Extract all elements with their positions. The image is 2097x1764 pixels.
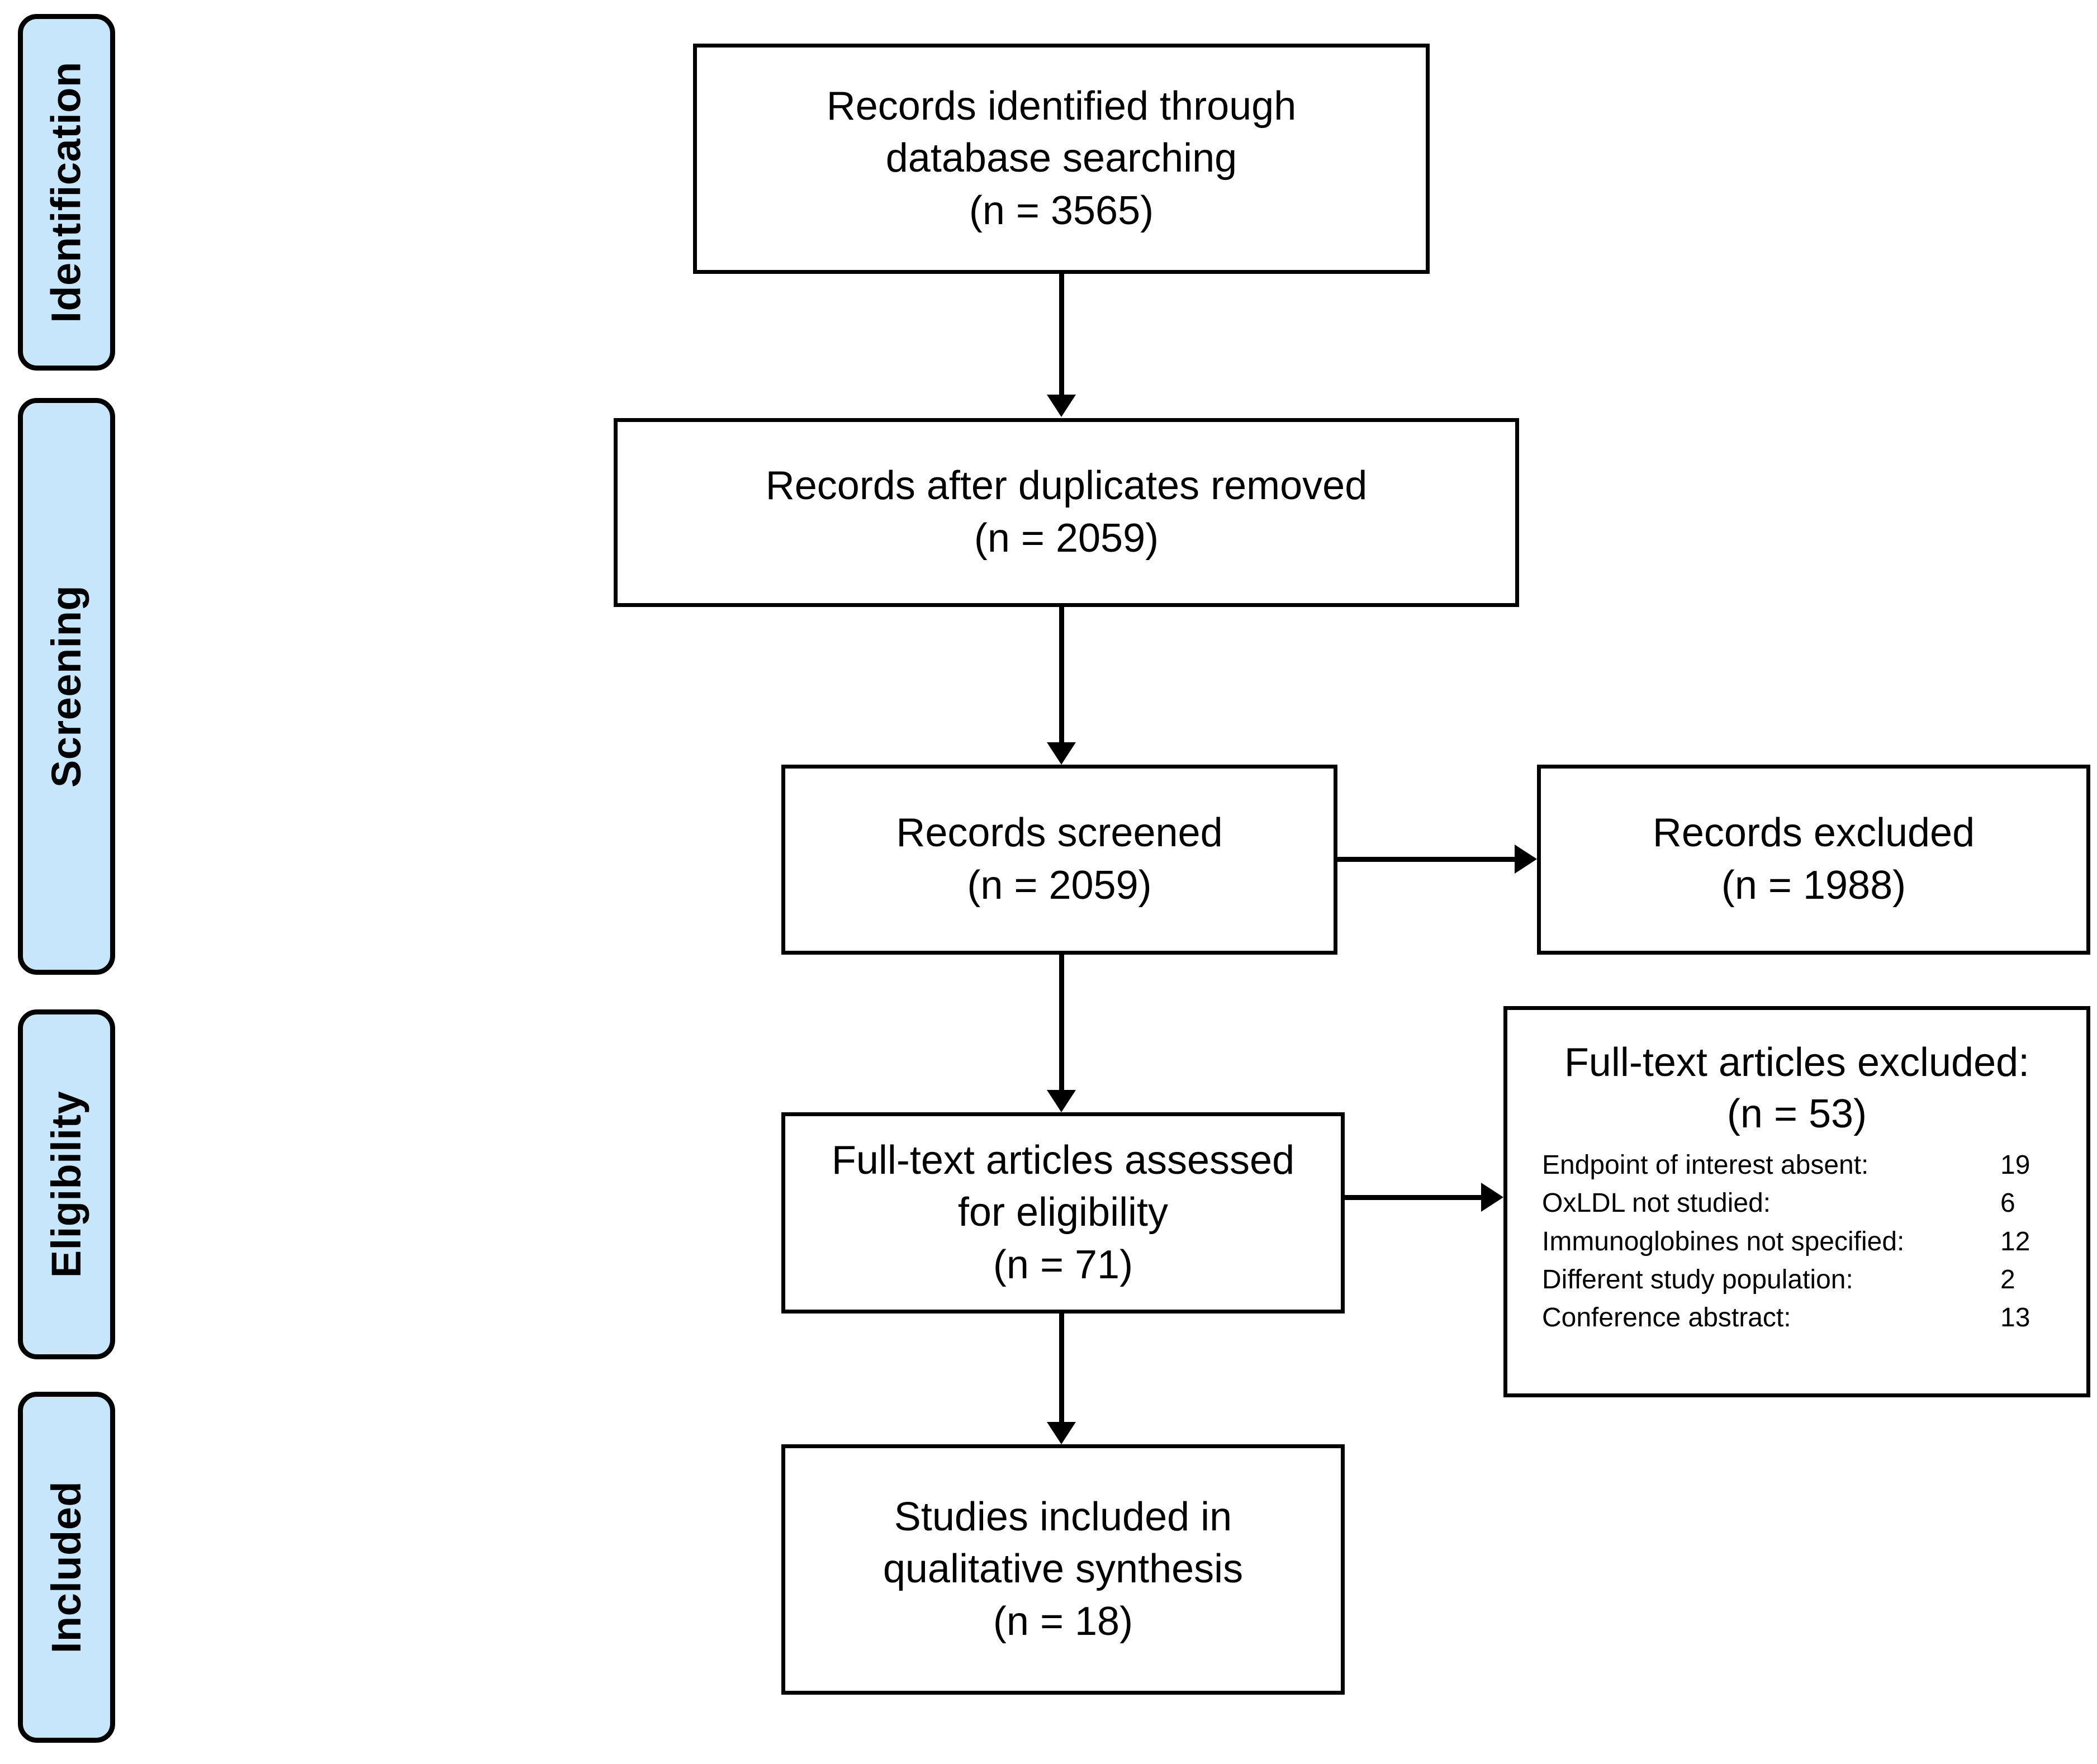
connector-assessed-to-fulltext-excluded	[1345, 1195, 1486, 1200]
box-records-excluded-line-1: Records excluded	[1652, 810, 1975, 856]
box-studies-included-line-1: Studies included in	[894, 1494, 1232, 1539]
stage-pill-screening: Screening	[18, 398, 115, 975]
box-fulltext-assessed: Full-text articles assessed for eligibil…	[781, 1112, 1345, 1313]
arrow-identified-to-deduplicated	[1047, 395, 1076, 417]
box-records-after-duplicates: Records after duplicates removed (n = 20…	[614, 418, 1519, 607]
connector-screened-to-records-excluded	[1337, 857, 1519, 862]
box-studies-included-line-3: (n = 18)	[993, 1599, 1133, 1644]
box-records-excluded-line-2: (n = 1988)	[1721, 863, 1906, 908]
stage-label-included: Included	[43, 1481, 89, 1654]
exclusion-reason-count: 13	[2000, 1302, 2030, 1333]
box-records-screened: Records screened (n = 2059)	[781, 765, 1337, 955]
connector-screened-to-assessed	[1059, 955, 1064, 1093]
arrow-screened-to-assessed	[1047, 1090, 1076, 1112]
arrow-deduplicated-to-screened	[1047, 742, 1076, 765]
exclusion-reason-row: Different study population: 2	[1542, 1261, 2066, 1299]
box-fulltext-excluded-title-line-2: (n = 53)	[1726, 1092, 1867, 1137]
arrow-screened-to-records-excluded	[1515, 845, 1537, 874]
box-studies-included: Studies included in qualitative synthesi…	[781, 1444, 1345, 1695]
connector-identified-to-deduplicated	[1059, 274, 1064, 398]
box-studies-included-line-2: qualitative synthesis	[883, 1547, 1244, 1592]
box-records-identified-line-2: database searching	[885, 136, 1237, 181]
stage-pill-eligibility: Eligibility	[18, 1009, 115, 1359]
exclusion-reason-label: Conference abstract:	[1542, 1302, 1791, 1333]
exclusion-reason-label: Different study population:	[1542, 1264, 1853, 1294]
exclusion-reason-row: OxLDL not studied: 6	[1542, 1184, 2066, 1222]
exclusion-reason-label: OxLDL not studied:	[1542, 1188, 1771, 1218]
exclusion-reason-row: Immunoglobines not specified: 12	[1542, 1223, 2066, 1261]
exclusion-reason-count: 6	[2000, 1188, 2015, 1218]
box-fulltext-excluded-title-line-1: Full-text articles excluded:	[1564, 1040, 2030, 1085]
box-records-excluded: Records excluded (n = 1988)	[1537, 765, 2090, 955]
box-records-screened-line-2: (n = 2059)	[967, 863, 1152, 908]
box-fulltext-assessed-line-3: (n = 71)	[993, 1242, 1133, 1287]
box-fulltext-excluded: Full-text articles excluded: (n = 53) En…	[1503, 1006, 2090, 1397]
exclusion-reasons-list: Endpoint of interest absent: 19 OxLDL no…	[1527, 1146, 2066, 1337]
exclusion-reason-count: 12	[2000, 1226, 2030, 1256]
box-records-after-duplicates-line-2: (n = 2059)	[974, 516, 1159, 561]
exclusion-reason-label: Endpoint of interest absent:	[1542, 1150, 1869, 1180]
box-records-identified-line-3: (n = 3565)	[969, 188, 1154, 233]
box-records-identified-line-1: Records identified through	[826, 83, 1297, 129]
stage-label-screening: Screening	[43, 585, 90, 788]
box-records-after-duplicates-line-1: Records after duplicates removed	[765, 463, 1368, 509]
exclusion-reason-label: Immunoglobines not specified:	[1542, 1226, 1905, 1256]
arrow-assessed-to-included	[1047, 1422, 1076, 1444]
stage-pill-included: Included	[18, 1392, 115, 1743]
box-fulltext-assessed-line-2: for eligibility	[957, 1190, 1169, 1235]
box-records-identified: Records identified through database sear…	[693, 44, 1430, 274]
stage-pill-identification: Identification	[18, 14, 115, 371]
stage-label-identification: Identification	[43, 61, 90, 323]
connector-assessed-to-included	[1059, 1313, 1064, 1425]
exclusion-reason-row: Endpoint of interest absent: 19	[1542, 1146, 2066, 1184]
box-records-screened-line-1: Records screened	[896, 810, 1223, 856]
exclusion-reason-count: 2	[2000, 1264, 2015, 1294]
stage-label-eligibility: Eligibility	[43, 1090, 90, 1278]
exclusion-reason-count: 19	[2000, 1150, 2030, 1180]
arrow-assessed-to-fulltext-excluded	[1481, 1183, 1503, 1212]
connector-deduplicated-to-screened	[1059, 607, 1064, 746]
box-fulltext-assessed-line-1: Full-text articles assessed	[831, 1137, 1295, 1183]
exclusion-reason-row: Conference abstract: 13	[1542, 1299, 2066, 1337]
